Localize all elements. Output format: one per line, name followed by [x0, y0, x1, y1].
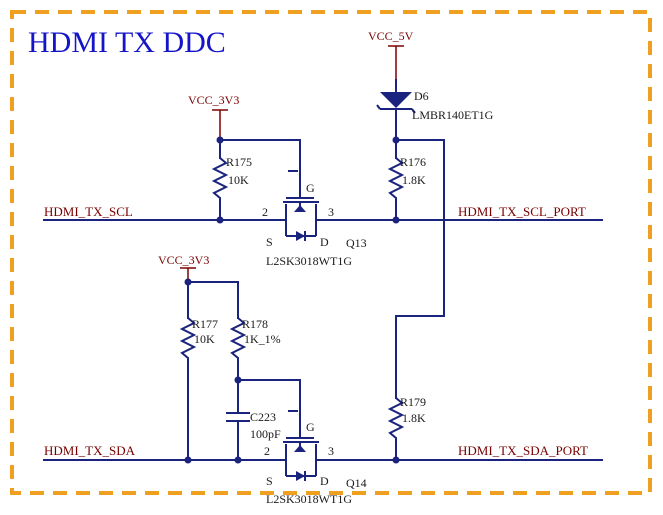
net-hdmi-tx-sda: HDMI_TX_SDA — [44, 443, 136, 458]
junction-c223-sda — [234, 456, 242, 464]
net-hdmi-tx-scl-port: HDMI_TX_SCL_PORT — [458, 204, 586, 219]
q13-ref: Q13 — [346, 236, 367, 250]
q13-source-label: S — [266, 235, 273, 249]
mosfet-q14 — [282, 410, 322, 481]
power-vcc-3v3-bottom: VCC_3V3 — [158, 253, 209, 267]
q13-pin3: 3 — [328, 205, 334, 219]
resistor-r175 — [211, 157, 229, 220]
q14-pin2: 2 — [264, 444, 270, 458]
d6-value: LMBR140ET1G — [412, 108, 494, 122]
r179-ref: R179 — [400, 395, 426, 409]
r176-ref: R176 — [400, 155, 426, 169]
q14-value: L2SK3018WT1G — [266, 492, 352, 506]
r176-value: 1.8K — [402, 173, 426, 187]
junction-r179-sda — [392, 456, 400, 464]
power-vcc-3v3-top: VCC_3V3 — [188, 93, 239, 107]
r175-ref: R175 — [226, 155, 252, 169]
capacitor-c223 — [226, 412, 250, 422]
q13-drain-label: D — [320, 235, 329, 249]
q14-ref: Q14 — [346, 476, 367, 490]
power-vcc-5v: VCC_5V — [368, 29, 414, 43]
junction-r177-sda — [184, 456, 192, 464]
q14-gate-label: G — [306, 420, 315, 434]
q14-source-label: S — [266, 474, 273, 488]
net-hdmi-tx-sda-port: HDMI_TX_SDA_PORT — [458, 443, 588, 458]
mosfet-q13 — [280, 170, 322, 241]
q13-gate-label: G — [306, 181, 315, 195]
r177-ref: R177 — [192, 317, 218, 331]
sheet-title: HDMI TX DDC — [28, 26, 226, 59]
junction-vcc-top — [216, 136, 224, 144]
c223-ref: C223 — [250, 410, 276, 424]
junction-r176-scl — [392, 216, 400, 224]
junction-d6-cathode — [392, 136, 400, 144]
c223-value: 100pF — [250, 427, 281, 441]
q14-pin3: 3 — [328, 444, 334, 458]
r177-value: 10K — [194, 332, 215, 346]
r175-value: 10K — [228, 173, 249, 187]
d6-ref: D6 — [414, 89, 429, 103]
junction-vcc-bottom — [184, 278, 192, 286]
q13-pin2: 2 — [262, 205, 268, 219]
q14-drain-label: D — [320, 474, 329, 488]
resistor-r176 — [387, 157, 405, 220]
resistor-r178 — [229, 317, 247, 412]
net-hdmi-tx-scl: HDMI_TX_SCL — [44, 204, 133, 219]
r178-value: 1K_1% — [244, 332, 281, 346]
r178-ref: R178 — [242, 317, 268, 331]
sheet-border — [10, 10, 652, 495]
resistor-r179 — [387, 397, 405, 460]
junction-r175-scl — [216, 216, 224, 224]
q13-value: L2SK3018WT1G — [266, 254, 352, 268]
r179-value: 1.8K — [402, 411, 426, 425]
resistor-r177 — [179, 317, 197, 460]
